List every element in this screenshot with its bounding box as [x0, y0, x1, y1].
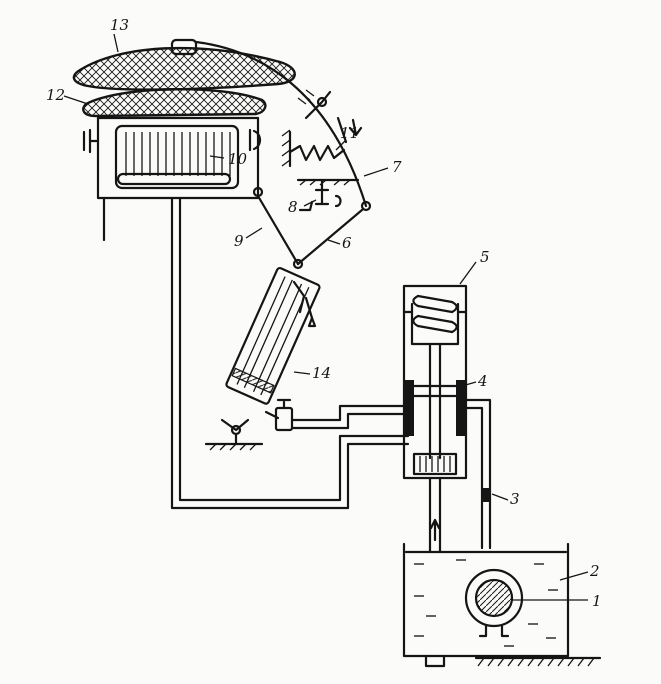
coil-housing: [82, 116, 262, 230]
main-cylinder-4: [402, 310, 468, 554]
label-5: 5: [480, 248, 490, 266]
leader-lines: [63, 33, 589, 581]
label-6: 6: [342, 234, 352, 252]
label-10: 10: [228, 150, 248, 168]
coil-10: [116, 132, 232, 186]
label-12: 12: [46, 86, 65, 104]
link-6: [296, 208, 364, 266]
spring-11: [281, 129, 346, 168]
label-14: 14: [312, 364, 331, 382]
arc-lever-7: [194, 40, 372, 212]
linkage: [252, 186, 364, 270]
part-labels: 13 12 10 11 7 8 9 6 5 4 14 3 2 1: [46, 16, 602, 610]
pipes: [170, 196, 492, 550]
label-1: 1: [592, 592, 602, 610]
label-9: 9: [234, 232, 244, 250]
cylinder-14: [204, 266, 321, 451]
label-8: 8: [288, 198, 298, 216]
liquid-marks: [414, 559, 558, 647]
label-13: 13: [110, 16, 129, 34]
label-4: 4: [477, 372, 488, 390]
stop-8: [296, 178, 360, 212]
pad-13: [72, 46, 296, 91]
spring-housing-5: [402, 284, 468, 346]
label-11: 11: [340, 124, 359, 142]
pump-1: [464, 568, 588, 638]
label-7: 7: [392, 158, 402, 176]
top-cap: [170, 38, 198, 56]
label-3: 3: [510, 490, 520, 508]
label-2: 2: [589, 562, 600, 580]
link-9: [256, 194, 300, 266]
pad-12: [82, 87, 267, 118]
